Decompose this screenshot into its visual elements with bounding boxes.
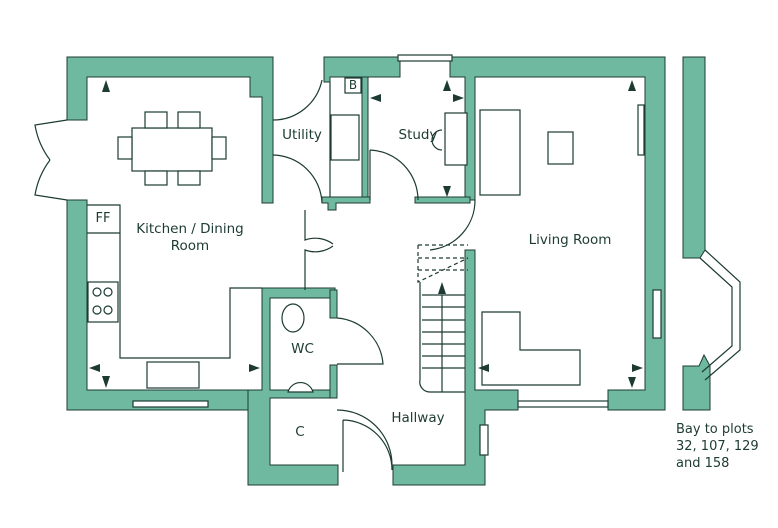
study-window xyxy=(397,54,453,62)
living-window xyxy=(517,400,609,408)
fridge-freezer-label: FF xyxy=(95,211,111,226)
corner-sofa xyxy=(481,311,581,386)
kitchen-window xyxy=(132,400,209,408)
kitchen-top-wall xyxy=(66,56,274,204)
dining-table xyxy=(131,127,213,172)
fireplace xyxy=(637,104,645,156)
room-label-hallway: Hallway xyxy=(391,410,445,426)
room-label-living: Living Room xyxy=(528,232,612,248)
dining-chairs xyxy=(117,111,227,186)
toilet xyxy=(281,303,305,333)
french-doors xyxy=(34,119,68,201)
hall-window xyxy=(479,424,489,456)
bay-note: Bay to plots 32, 107, 129 and 158 xyxy=(676,421,776,472)
study-desk xyxy=(444,112,468,166)
staircase xyxy=(419,282,465,393)
living-door xyxy=(429,199,476,251)
utility-study-divider xyxy=(361,76,369,203)
boiler-label: B xyxy=(348,78,358,92)
stairs-upper xyxy=(417,244,469,283)
hob xyxy=(87,281,119,323)
bay-note-line1: Bay to plots xyxy=(676,422,754,437)
hallway-walls xyxy=(392,249,519,486)
utility-sink xyxy=(330,114,360,161)
room-label-kitchen: Kitchen / Dining Room xyxy=(126,221,254,255)
room-label-utility: Utility xyxy=(282,127,322,143)
study-chair xyxy=(431,129,443,151)
kitchen-label-line1: Kitchen / Dining xyxy=(136,221,244,237)
front-door xyxy=(336,409,393,472)
kitchen-sink xyxy=(146,361,200,389)
utility-bottom-wall xyxy=(321,196,371,211)
room-label-cupboard: C xyxy=(295,424,305,440)
bay-note-line3: and 158 xyxy=(676,456,730,471)
walls xyxy=(66,56,711,486)
living-walls xyxy=(449,56,666,411)
coffee-table xyxy=(547,131,574,165)
bay-top-wall xyxy=(682,56,706,259)
living-side-window xyxy=(652,289,662,339)
boiler-box xyxy=(344,77,362,94)
kitchen-door xyxy=(304,210,334,290)
dimension-arrows xyxy=(89,80,643,388)
kitchen-counter xyxy=(87,204,262,359)
room-label-study: Study xyxy=(398,127,438,143)
bay-bottom-wall xyxy=(682,353,711,411)
wc-basin xyxy=(287,381,314,393)
study-bottom-wall xyxy=(414,196,471,204)
bay-window xyxy=(699,249,741,381)
bay-note-line2: 32, 107, 129 xyxy=(676,439,759,454)
study-door xyxy=(369,149,419,201)
room-label-wc: WC xyxy=(291,341,314,357)
wc-right-wall xyxy=(329,289,338,319)
wc-door xyxy=(336,317,384,365)
utility-doors xyxy=(272,79,323,204)
wc-right-wall-lower xyxy=(329,364,338,399)
living-sofa xyxy=(479,109,521,196)
kitchen-label-line2: Room xyxy=(170,238,210,254)
